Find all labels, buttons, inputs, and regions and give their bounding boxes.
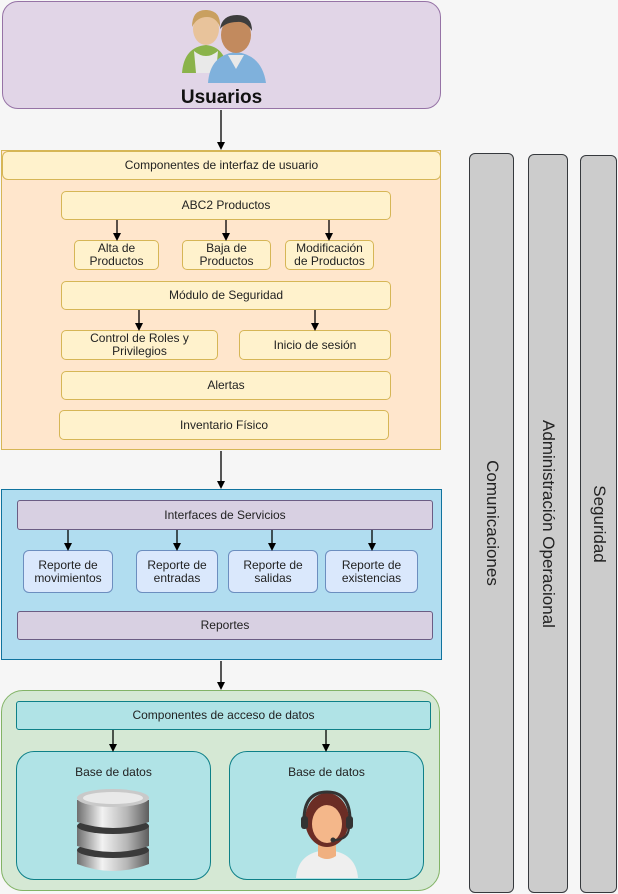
reporte-existencias-box: Reporte de existencias	[325, 550, 418, 593]
column-administracion-operacional: Administración Operacional	[528, 154, 568, 893]
modulo-seguridad-box: Módulo de Seguridad	[61, 281, 391, 310]
data-access-header: Componentes de acceso de datos	[16, 701, 431, 730]
users-title: Usuarios	[180, 86, 263, 108]
inicio-sesion-box: Inicio de sesión	[239, 330, 391, 360]
alta-productos-box: Alta de Productos	[74, 240, 159, 270]
database-label-2: Base de datos	[288, 764, 365, 779]
reporte-entradas-box: Reporte de entradas	[136, 550, 218, 593]
alertas-box: Alertas	[61, 371, 391, 400]
reporte-salidas-box: Reporte de salidas	[228, 550, 318, 593]
ui-components-header: Componentes de interfaz de usuario	[2, 151, 441, 180]
abc-productos-box: ABC2 Productos	[61, 191, 391, 220]
column-comunicaciones: Comunicaciones	[469, 153, 514, 893]
users-icon	[182, 9, 266, 83]
database-label-1: Base de datos	[75, 764, 152, 779]
operator-icon	[296, 790, 358, 878]
service-interfaces-header: Interfaces de Servicios	[17, 500, 433, 530]
baja-productos-box: Baja de Productos	[182, 240, 271, 270]
reportes-box: Reportes	[17, 611, 433, 640]
column-seguridad: Seguridad	[580, 155, 617, 893]
inventario-fisico-box: Inventario Físico	[59, 410, 389, 440]
modificacion-productos-box: Modificación de Productos	[285, 240, 374, 270]
database-icon	[77, 789, 149, 871]
control-roles-box: Control de Roles y Privilegios	[61, 330, 218, 360]
reporte-movimientos-box: Reporte de movimientos	[23, 550, 113, 593]
